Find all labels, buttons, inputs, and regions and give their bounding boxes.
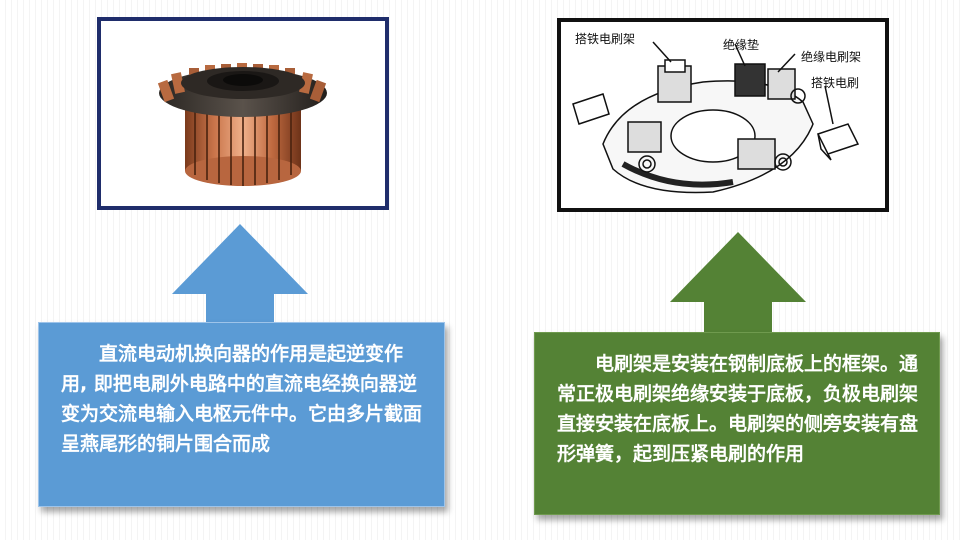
brush-holder-diagram-frame: 搭铁电刷架 绝缘垫 绝缘电刷架 搭铁电刷 bbox=[557, 18, 889, 212]
commutator-image bbox=[101, 21, 385, 206]
commutator-illustration bbox=[157, 63, 327, 186]
commutator-image-frame bbox=[97, 17, 389, 210]
label-grounded-brush-holder: 搭铁电刷架 bbox=[575, 32, 636, 46]
blue-up-arrow bbox=[172, 224, 308, 324]
brush-holder-description-box: 电刷架是安装在钢制底板上的框架。通常正极电刷架绝缘安装于底板，负极电刷架直接安装… bbox=[534, 332, 940, 515]
commutator-description: 直流电动机换向器的作用是起逆变作用, 即把电刷外电路中的直流电经换向器逆变为交流… bbox=[61, 343, 423, 455]
brush-holder-diagram: 搭铁电刷架 绝缘垫 绝缘电刷架 搭铁电刷 bbox=[561, 22, 885, 208]
label-insulating-pad: 绝缘垫 bbox=[723, 38, 760, 52]
brush-holder-illustration bbox=[572, 41, 860, 194]
label-grounded-brush: 搭铁电刷 bbox=[811, 76, 860, 90]
green-up-arrow bbox=[670, 232, 806, 334]
commutator-description-box: 直流电动机换向器的作用是起逆变作用, 即把电刷外电路中的直流电经换向器逆变为交流… bbox=[38, 322, 445, 507]
label-insulated-brush-holder: 绝缘电刷架 bbox=[801, 50, 862, 64]
brush-holder-description: 电刷架是安装在钢制底板上的框架。通常正极电刷架绝缘安装于底板，负极电刷架直接安装… bbox=[557, 353, 919, 465]
